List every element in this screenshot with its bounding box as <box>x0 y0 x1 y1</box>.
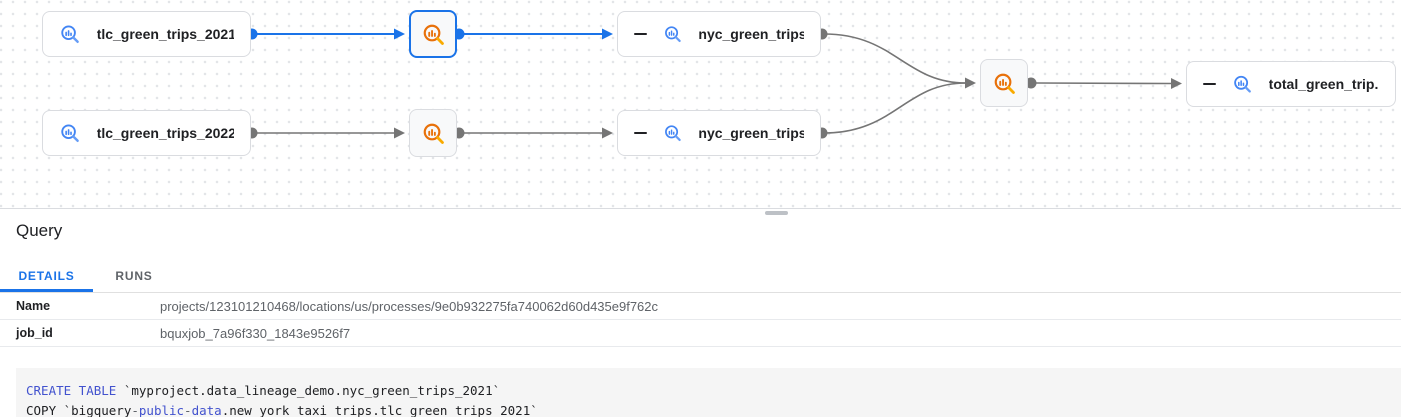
process-node-join[interactable] <box>980 59 1028 107</box>
node-nyc-green-trips-2022[interactable]: nyc_green_trips... <box>617 110 821 156</box>
collapse-minus-icon[interactable] <box>634 132 647 134</box>
port-dot <box>1025 77 1037 89</box>
process-node-copy-2021[interactable] <box>409 10 457 58</box>
query-sql-code: CREATE TABLE `myproject.data_lineage_dem… <box>16 368 1401 417</box>
node-label: nyc_green_trips... <box>698 26 804 42</box>
bigquery-table-icon <box>61 25 79 43</box>
edge <box>1035 82 1173 85</box>
process-node-copy-2022[interactable] <box>409 109 457 157</box>
arrowhead <box>602 127 613 139</box>
detail-value: projects/123101210468/locations/us/proce… <box>160 298 659 314</box>
node-label: total_green_trip... <box>1268 76 1379 92</box>
arrowhead <box>602 28 613 40</box>
panel-tabs: DETAILS RUNS <box>0 259 1401 293</box>
arrowhead <box>965 77 976 89</box>
node-tlc-green-trips-2021[interactable]: tlc_green_trips_2021 <box>42 11 251 57</box>
bigquery-process-icon <box>994 73 1015 94</box>
node-label: tlc_green_trips_2021 <box>96 26 234 42</box>
arrowhead <box>394 28 405 40</box>
panel-resize-handle[interactable] <box>765 211 788 215</box>
bigquery-process-icon <box>423 123 444 144</box>
tab-details[interactable]: DETAILS <box>0 259 93 292</box>
sql-line-2: COPY `bigquery-public-data.new_york_taxi… <box>26 403 538 417</box>
collapse-minus-icon[interactable] <box>634 33 647 35</box>
edge <box>823 33 967 84</box>
node-total-green-trips[interactable]: total_green_trip... <box>1186 61 1396 107</box>
tab-runs[interactable]: RUNS <box>115 268 153 283</box>
arrowhead <box>1171 78 1182 89</box>
panel-title: Query <box>16 221 63 240</box>
bigquery-table-icon <box>61 124 79 142</box>
detail-row-name: Name projects/123101210468/locations/us/… <box>0 293 1401 320</box>
detail-label: job_id <box>16 326 53 340</box>
arrowhead <box>394 127 405 139</box>
edge <box>823 82 967 134</box>
node-nyc-green-trips-2021[interactable]: nyc_green_trips... <box>617 11 821 57</box>
bigquery-table-icon <box>665 125 681 142</box>
detail-value: bquxjob_7a96f330_1843e9526f7 <box>160 325 351 341</box>
node-label: nyc_green_trips... <box>698 125 804 141</box>
lineage-graph-canvas[interactable]: tlc_green_trips_2021 nyc_green_trips... <box>0 0 1401 209</box>
collapse-minus-icon[interactable] <box>1203 83 1216 85</box>
node-tlc-green-trips-2022[interactable]: tlc_green_trips_2022 <box>42 110 251 156</box>
bigquery-table-icon <box>1234 75 1251 93</box>
bigquery-table-icon <box>665 26 681 43</box>
bigquery-process-icon <box>423 24 444 45</box>
sql-line-1: CREATE TABLE `myproject.data_lineage_dem… <box>26 383 501 398</box>
node-label: tlc_green_trips_2022 <box>96 125 234 141</box>
detail-label: Name <box>16 299 51 313</box>
detail-row-job-id: job_id bquxjob_7a96f330_1843e9526f7 <box>0 320 1401 347</box>
